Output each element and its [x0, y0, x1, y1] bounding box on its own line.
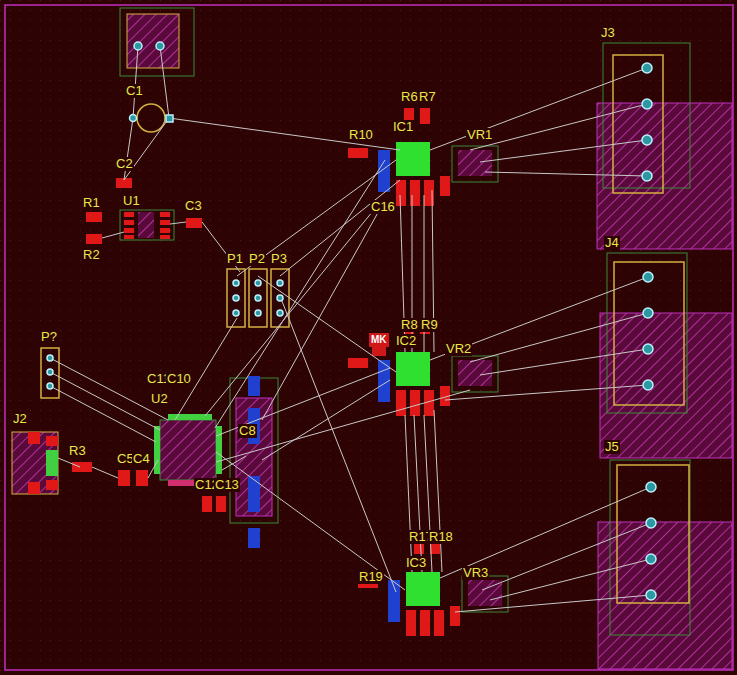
- designator-label: VR1: [466, 128, 493, 142]
- designator-label: R10: [348, 128, 374, 142]
- designator-label: C4: [132, 452, 151, 466]
- designator-label: C2: [115, 157, 134, 171]
- designator-label: P3: [270, 252, 288, 266]
- designator-label: R8: [400, 318, 419, 332]
- designator-label: J3: [600, 26, 616, 40]
- designator-label: VR3: [462, 566, 489, 580]
- designator-label: IC3: [405, 556, 427, 570]
- designator-label: C8: [238, 424, 257, 438]
- designator-label: VR2: [445, 342, 472, 356]
- designator-label: R6: [400, 90, 419, 104]
- designator-label: R2: [82, 248, 101, 262]
- designator-label: C13: [214, 478, 240, 492]
- designator-label: U1: [122, 194, 141, 208]
- designator-label: R9: [420, 318, 439, 332]
- designator-label: P?: [40, 330, 58, 344]
- designator-label: P1: [226, 252, 244, 266]
- designator-label: R3: [68, 444, 87, 458]
- designator-label: C16: [370, 200, 396, 214]
- designator-label: C3: [184, 199, 203, 213]
- designator-label: C1: [125, 84, 144, 98]
- designator-label: J4: [604, 236, 620, 250]
- designator-label: R7: [418, 90, 437, 104]
- designator-label: IC1: [392, 120, 414, 134]
- designator-label: R18: [428, 530, 454, 544]
- designator-label: R19: [358, 570, 384, 584]
- designator-label: IC2: [395, 334, 417, 348]
- designator-label: C10: [166, 372, 192, 386]
- designator-label: R1: [82, 196, 101, 210]
- designator-label: MK: [369, 333, 389, 347]
- designator-label: J2: [12, 412, 28, 426]
- designator-label: J5: [604, 440, 620, 454]
- designator-label: P2: [248, 252, 266, 266]
- designator-label: U2: [150, 392, 169, 406]
